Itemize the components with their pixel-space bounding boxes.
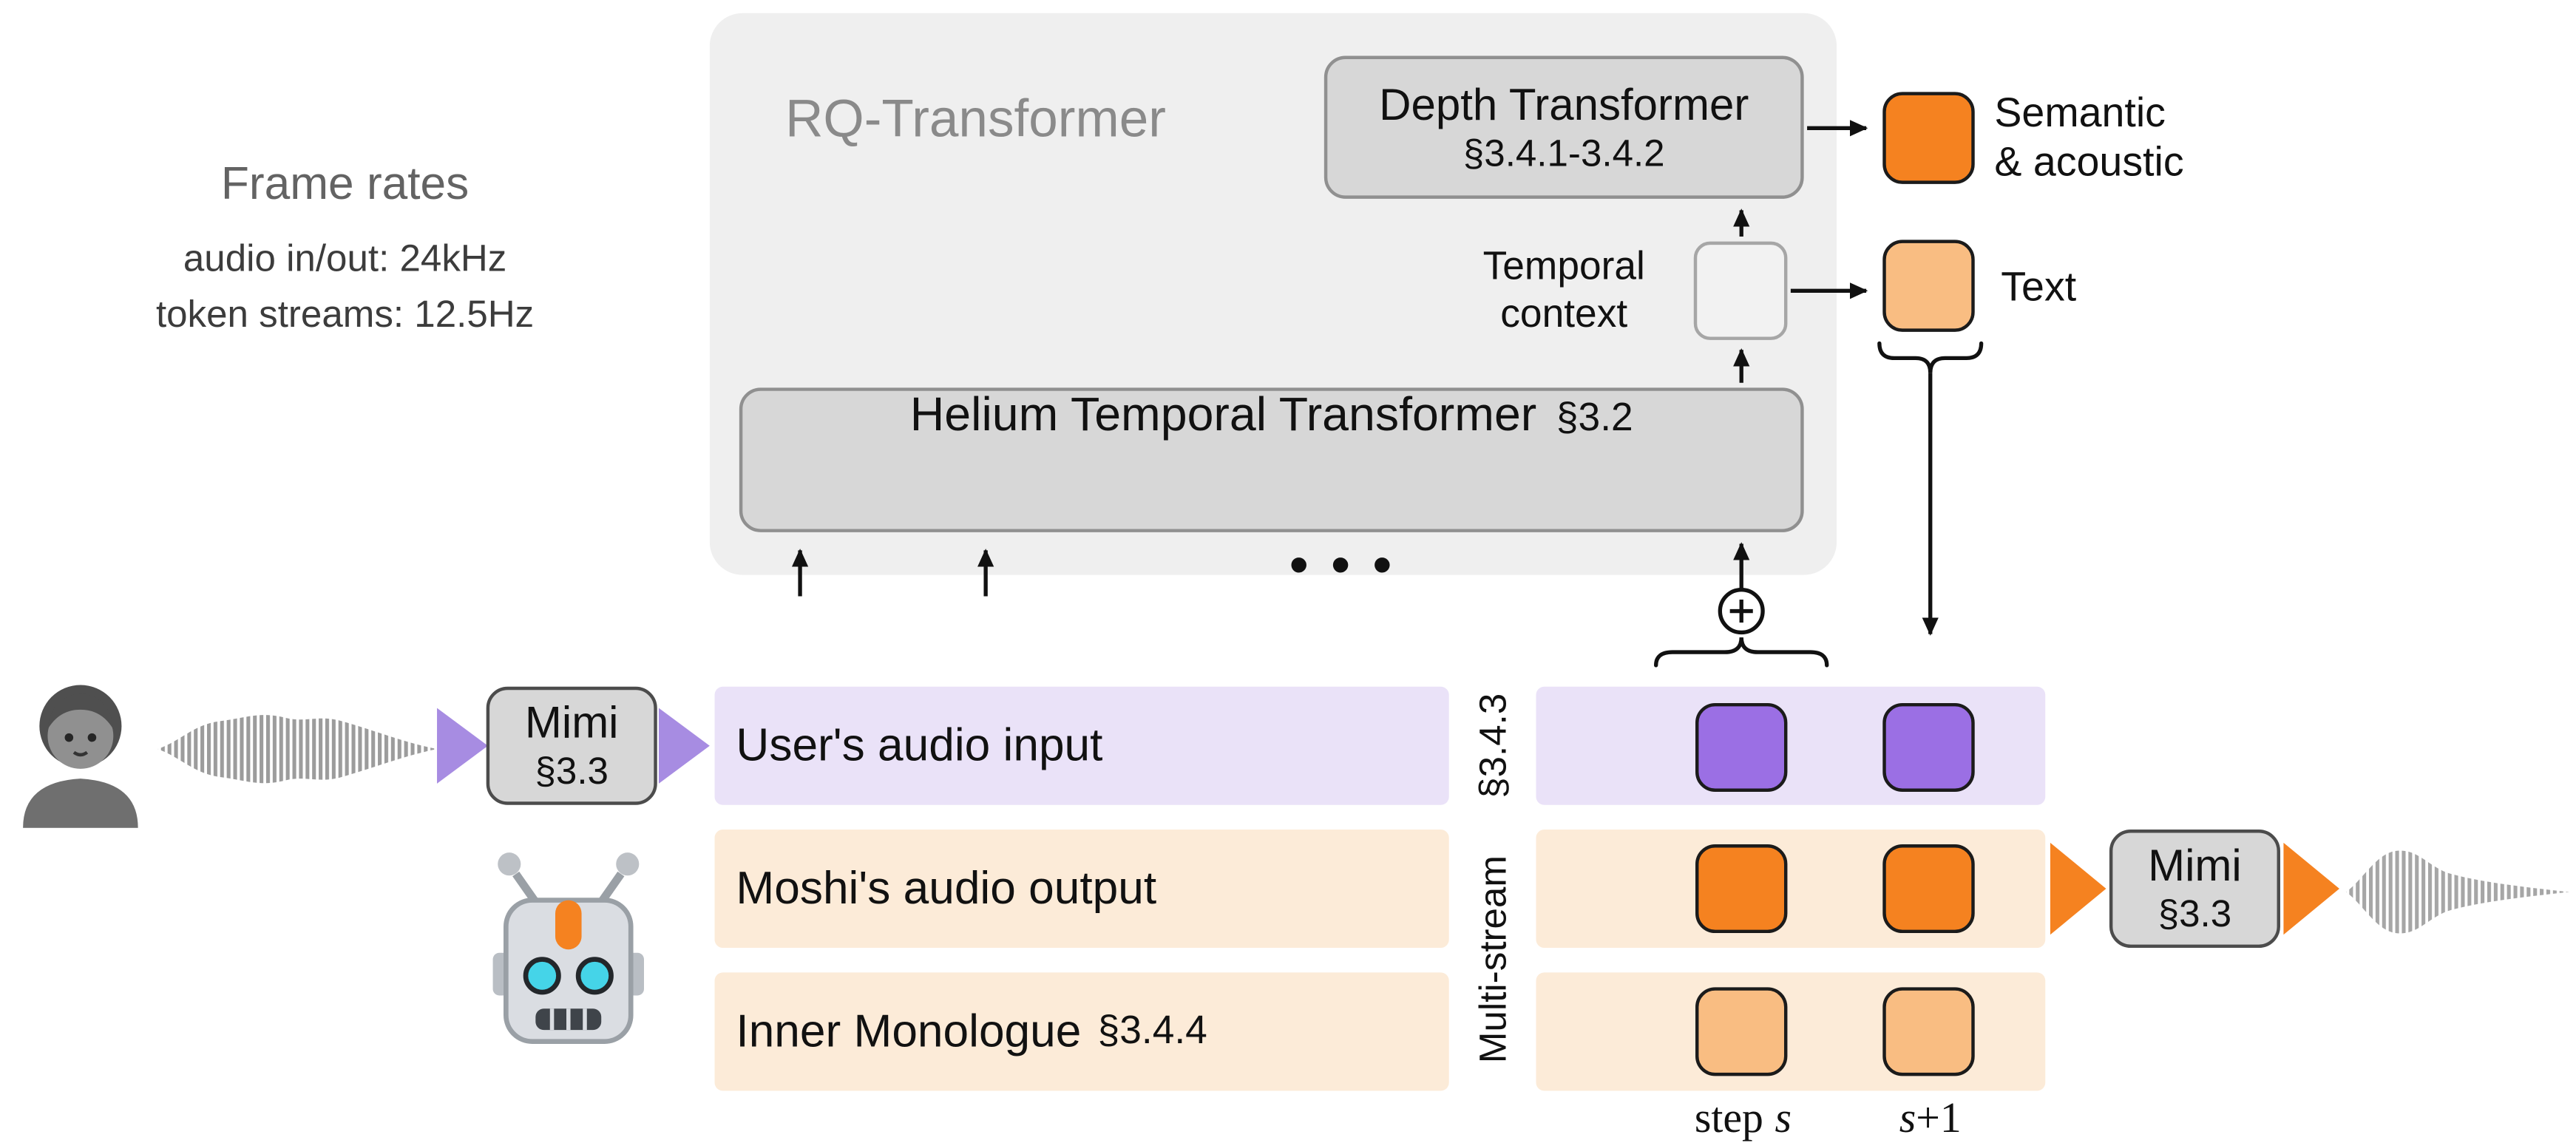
inner-monologue-row-label: Inner Monologue [736, 1005, 1082, 1056]
user-token-step-s1 [1882, 702, 1975, 792]
depth-transformer-section: §3.4.1-3.4.2 [1462, 130, 1665, 174]
helium-temporal-transformer-box: Helium Temporal Transformer §3.2 [739, 387, 1804, 532]
mimi-encoder-box: Mimi §3.3 [486, 686, 657, 805]
mimi-encoder-section: §3.3 [535, 749, 609, 792]
tokens-in-arrow-icon [658, 708, 710, 784]
step-next-var: s [1899, 1093, 1916, 1142]
text-token-label: Text [2001, 264, 2077, 311]
moshi-token-step-s1 [1882, 844, 1975, 934]
user-audio-row-label: User's audio input [736, 719, 1103, 771]
frame-rates-title: Frame rates [220, 157, 470, 209]
ellipsis: • • • [1289, 534, 1396, 597]
section-3-4-3-vertical-label: §3.4.3 [1471, 693, 1514, 798]
user-audio-row-band: User's audio input [714, 686, 1449, 805]
temporal-context-line2: context [1500, 292, 1628, 337]
depth-transformer-box: Depth Transformer §3.4.1-3.4.2 [1323, 55, 1804, 199]
temporal-context-label: Temporal context [1456, 243, 1672, 339]
inner-monologue-row-band: Inner Monologue §3.4.4 [714, 972, 1449, 1091]
step-s-plus-1-label: s+1 [1899, 1094, 1962, 1143]
semantic-label-line1: Semantic [1994, 90, 2166, 137]
frame-rates-audio: audio in/out: 24kHz [183, 236, 507, 279]
person-icon [23, 685, 138, 828]
brace-step-s-tokens [1654, 637, 1829, 668]
user-token-step-s [1695, 702, 1788, 792]
semantic-acoustic-token [1882, 92, 1975, 184]
moshi-audio-row-band: Moshi's audio output [714, 830, 1449, 949]
robot-icon [492, 852, 644, 1045]
inner-token-step-s [1695, 987, 1788, 1076]
temporal-context-box [1693, 241, 1788, 340]
moshi-audio-row-label: Moshi's audio output [736, 862, 1157, 914]
user-waveform-icon [157, 715, 438, 784]
mimi-decoder-label: Mimi [2148, 841, 2242, 891]
mimi-decoder-box: Mimi §3.3 [2109, 830, 2280, 949]
rq-transformer-title: RQ-Transformer [785, 88, 1166, 148]
inner-token-step-s1 [1882, 987, 1975, 1076]
mimi-encoder-label: Mimi [524, 698, 619, 747]
step-prefix: step [1694, 1093, 1763, 1142]
multi-stream-vertical-label: Multi-stream [1471, 855, 1514, 1064]
helium-label: Helium Temporal Transformer [909, 389, 1537, 442]
depth-transformer-label: Depth Transformer [1379, 79, 1749, 129]
text-token [1882, 240, 1975, 332]
brace-generated-tokens [1877, 341, 1984, 373]
output-waveform-icon [2345, 850, 2570, 934]
helium-section: §3.2 [1556, 396, 1633, 441]
tokens-out-arrow-icon [2050, 842, 2106, 935]
step-next-suffix: +1 [1916, 1093, 1962, 1142]
temporal-context-line1: Temporal [1482, 245, 1645, 290]
audio-in-arrow-icon [437, 708, 488, 784]
inner-monologue-section: §3.4.4 [1097, 1008, 1207, 1054]
frame-rates-note: Frame rates audio in/out: 24kHz token st… [66, 157, 624, 342]
audio-out-arrow-icon [2283, 842, 2339, 935]
mimi-decoder-section: §3.3 [2158, 892, 2232, 935]
semantic-label-line2: & acoustic [1994, 139, 2184, 186]
plus-circle-icon [1718, 587, 1765, 635]
moshi-token-step-s [1695, 844, 1788, 934]
step-var: s [1775, 1093, 1792, 1142]
frame-rates-tokens: token streams: 12.5Hz [155, 292, 535, 336]
semantic-acoustic-label: Semantic & acoustic [1994, 89, 2183, 187]
